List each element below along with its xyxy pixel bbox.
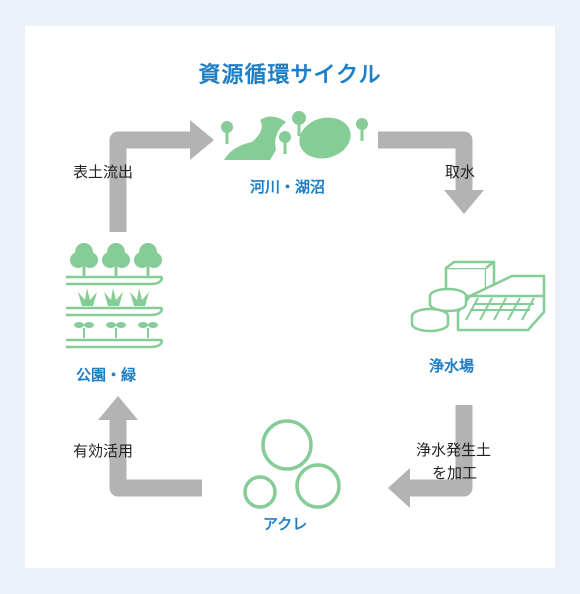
water-plant-icon: [410, 260, 546, 333]
step-label-process-line2: を加工: [432, 464, 478, 482]
arrow-reuse: [109, 418, 202, 497]
node-label-akure: アクレ: [263, 515, 308, 533]
river-lake-icon: [221, 111, 368, 160]
node-label-plant: 浄水場: [429, 357, 475, 375]
step-label-topsoil: 表土流出: [73, 163, 134, 181]
arrow-intake: [378, 131, 473, 192]
node-label-park: 公園・緑: [76, 366, 137, 384]
node-label-river: 河川・湖沼: [250, 178, 326, 196]
arrowhead-intake: [444, 190, 484, 214]
step-label-reuse: 有効活用: [73, 442, 134, 460]
arrow-topsoil: [109, 131, 192, 232]
diagram-title: 資源循環サイクル: [198, 63, 382, 88]
step-label-intake: 取水: [445, 163, 476, 181]
arrowhead-topsoil: [190, 120, 214, 160]
arrowhead-reuse: [98, 396, 138, 420]
park-greenery-icon: [66, 243, 164, 349]
akure-icon: [243, 419, 341, 509]
arrowhead-process: [388, 468, 410, 508]
step-label-process-line1: 浄水発生土: [416, 441, 492, 459]
arrow-process: [408, 405, 473, 497]
